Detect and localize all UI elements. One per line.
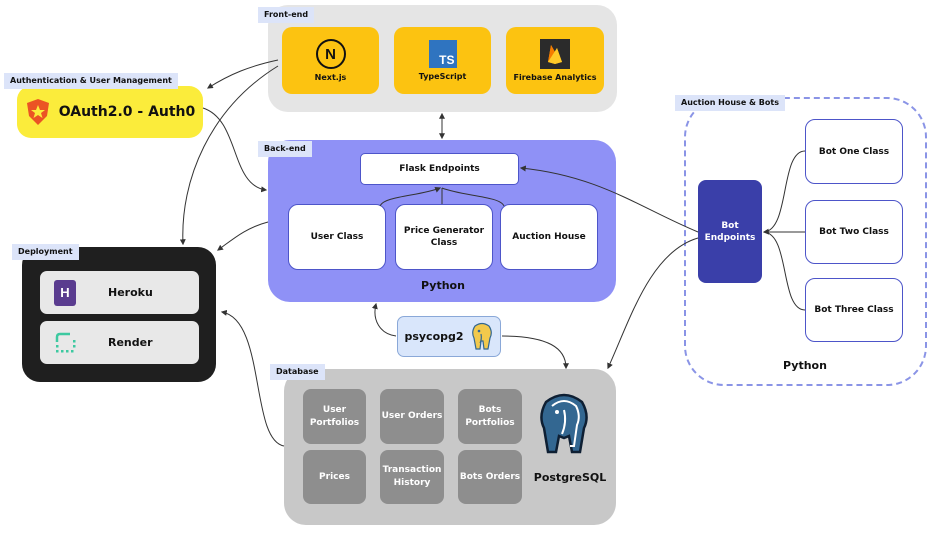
psycopg2-elephant-icon: [471, 322, 492, 350]
nextjs-card[interactable]: N Next.js: [282, 27, 379, 94]
typescript-card[interactable]: TS TypeScript: [394, 27, 491, 94]
firebase-icon: [540, 39, 570, 69]
auth0-label: OAuth2.0 - Auth0: [58, 104, 196, 120]
render-card[interactable]: Render: [40, 321, 199, 364]
backend-to-deployment-arrow: [217, 221, 269, 251]
flask-endpoints-box[interactable]: Flask Endpoints: [360, 153, 519, 185]
psycopg2-label: psycopg2: [404, 330, 464, 343]
firebase-label: Firebase Analytics: [513, 73, 597, 82]
auth0-card[interactable]: OAuth2.0 - Auth0: [17, 86, 203, 138]
database-tag: Database: [270, 364, 325, 380]
render-label: Render: [108, 336, 153, 349]
frontend-tag: Front-end: [258, 7, 315, 23]
bot-endpoints-box[interactable]: Bot Endpoints: [698, 180, 762, 283]
prices-table[interactable]: Prices: [303, 450, 366, 504]
render-icon: [55, 332, 76, 352]
heroku-glyph: H: [60, 285, 70, 300]
backend-language-label: Python: [421, 279, 465, 292]
bot-three-class-box[interactable]: Bot Three Class: [805, 278, 903, 342]
backend-tag: Back-end: [258, 141, 312, 157]
bots-portfolios-table[interactable]: Bots Portfolios: [458, 389, 522, 444]
user-portfolios-table[interactable]: User Portfolios: [303, 389, 366, 444]
heroku-card[interactable]: H Heroku: [40, 271, 199, 314]
heroku-label: Heroku: [108, 286, 153, 299]
bots-language-label: Python: [783, 359, 827, 372]
psycopg2-database-arrow: [501, 335, 569, 370]
postgresql-label: PostgreSQL: [533, 471, 607, 484]
postgresql-elephant-icon: [540, 393, 588, 454]
firebase-card[interactable]: Firebase Analytics: [506, 27, 604, 94]
deployment-tag: Deployment: [12, 244, 79, 260]
auth0-shield-icon: [26, 99, 49, 125]
bot-one-class-box[interactable]: Bot One Class: [805, 119, 903, 184]
typescript-glyph: TS: [439, 53, 455, 67]
nextjs-glyph: N: [325, 45, 336, 63]
bots-orders-table[interactable]: Bots Orders: [458, 450, 522, 504]
backend-psycopg2-arrow: [371, 302, 397, 337]
typescript-label: TypeScript: [418, 72, 467, 81]
auction-house-box[interactable]: Auction House: [500, 204, 598, 270]
user-orders-table[interactable]: User Orders: [380, 389, 444, 444]
transaction-history-table[interactable]: Transaction History: [380, 450, 444, 504]
user-class-box[interactable]: User Class: [288, 204, 386, 270]
price-generator-class-box[interactable]: Price Generator Class: [395, 204, 493, 270]
heroku-icon: H: [54, 279, 76, 306]
nextjs-icon: N: [315, 39, 346, 69]
auth-tag: Authentication & User Management: [4, 73, 178, 89]
bots-tag: Auction House & Bots: [675, 95, 785, 111]
auth-to-backend-arrow: [202, 107, 268, 193]
psycopg2-box[interactable]: psycopg2: [397, 316, 501, 357]
nextjs-label: Next.js: [314, 73, 347, 82]
bot-two-class-box[interactable]: Bot Two Class: [805, 200, 903, 264]
typescript-icon: TS: [428, 40, 457, 68]
